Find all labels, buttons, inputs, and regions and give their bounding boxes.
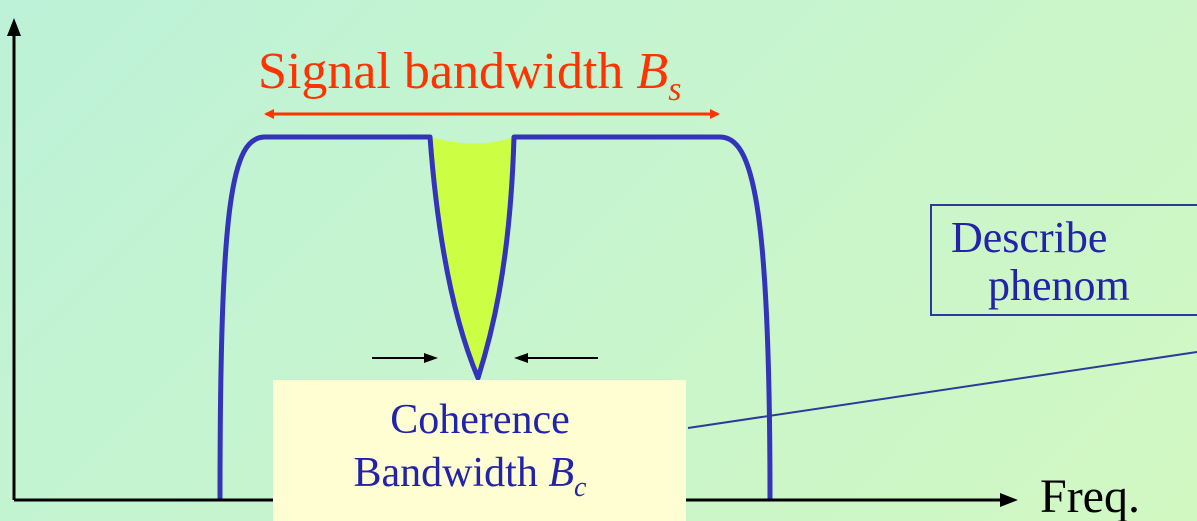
spectrum-curve <box>217 134 773 501</box>
coherence-bandwidth-line1: Coherence <box>390 397 570 443</box>
signal-bandwidth-label: Signal bandwidth Bs <box>258 43 681 108</box>
describe-box-line2: phenom <box>988 261 1130 310</box>
coherence-arrowhead-left <box>424 353 438 363</box>
x-axis-label: Freq. <box>1040 470 1140 521</box>
coherence-bandwidth-box <box>273 380 686 521</box>
describe-box-line1: Describe <box>951 213 1107 262</box>
coherence-arrowhead-right <box>514 353 528 363</box>
describe-box <box>930 204 1197 316</box>
connector-line <box>687 351 1197 429</box>
coherence-bandwidth-line2: Bandwidth Bc <box>354 450 587 503</box>
y-axis-arrowhead <box>7 18 21 36</box>
x-axis-arrowhead <box>1000 493 1018 507</box>
